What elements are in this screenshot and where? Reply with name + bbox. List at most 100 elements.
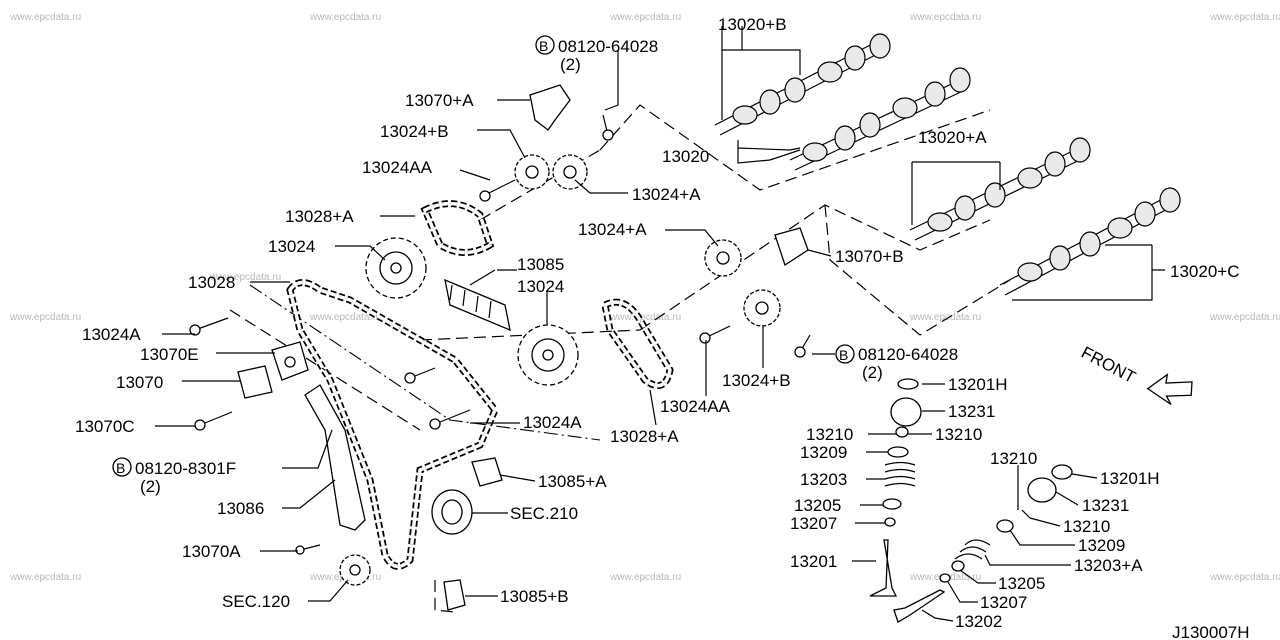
label-13203a[interactable]: 13203+A bbox=[1074, 556, 1143, 575]
camshaft-13020 bbox=[789, 67, 971, 171]
label-13024a-right[interactable]: 13024+A bbox=[578, 220, 647, 239]
label-13231-rear[interactable]: 13231 bbox=[1082, 496, 1129, 515]
label-13209[interactable]: 13209 bbox=[800, 443, 847, 462]
label-13210-rear[interactable]: 13210 bbox=[990, 449, 1037, 468]
svg-text:B: B bbox=[116, 460, 125, 476]
label-13201[interactable]: 13201 bbox=[790, 552, 837, 571]
label-13209-rear[interactable]: 13209 bbox=[1078, 536, 1125, 555]
front-arrow-icon bbox=[1146, 373, 1193, 405]
camshaft-13020c bbox=[999, 187, 1181, 296]
label-13024b-low[interactable]: 13024+B bbox=[722, 371, 791, 390]
label-13070b[interactable]: 13070+B bbox=[835, 247, 904, 266]
watermark: www.epcdata.ru bbox=[209, 272, 281, 283]
label-13070c[interactable]: 13070C bbox=[75, 417, 135, 436]
label-13020a[interactable]: 13020+A bbox=[918, 128, 987, 147]
label-13070a[interactable]: 13070+A bbox=[405, 91, 474, 110]
label-13024aa-low[interactable]: 13024AA bbox=[660, 397, 731, 416]
tensioner-arm-13086 bbox=[304, 384, 366, 531]
tensioner-13070 bbox=[237, 365, 273, 399]
label-13201h-rear[interactable]: 13201H bbox=[1100, 469, 1160, 488]
leader-lines bbox=[155, 26, 1165, 622]
label-13210[interactable]: 13210 bbox=[806, 425, 853, 444]
sprocket-13024-mid bbox=[517, 324, 579, 386]
label-13210-rear-2[interactable]: 13210 bbox=[1063, 517, 1110, 536]
bolt-symbol-icon: B bbox=[112, 457, 132, 477]
guide-13085a bbox=[471, 457, 503, 487]
guide-13085b bbox=[443, 579, 466, 611]
label-bolt-08120-64028-2[interactable]: 08120-64028 bbox=[858, 345, 958, 364]
label-bolt-qty: (2) bbox=[862, 363, 883, 382]
label-bolt-08120-8301f[interactable]: 08120-8301F bbox=[135, 459, 236, 478]
label-13028[interactable]: 13028 bbox=[188, 273, 235, 292]
sprocket-13024-left bbox=[365, 237, 427, 299]
label-13085[interactable]: 13085 bbox=[517, 255, 564, 274]
label-13205-rear[interactable]: 13205 bbox=[998, 574, 1045, 593]
valve-parts-rear bbox=[893, 464, 1073, 623]
valve-parts-front bbox=[869, 378, 922, 597]
label-13210[interactable]: 13210 bbox=[935, 425, 982, 444]
label-13070a-low[interactable]: 13070A bbox=[182, 542, 241, 561]
svg-text:B: B bbox=[539, 38, 548, 54]
watermark: www.epcdata.ru bbox=[1209, 12, 1280, 23]
watermark: www.epcdata.ru bbox=[909, 12, 981, 23]
label-13207[interactable]: 13207 bbox=[790, 514, 837, 533]
label-13201h[interactable]: 13201H bbox=[948, 375, 1008, 394]
sprocket-13024b-low bbox=[743, 289, 781, 327]
label-13085b[interactable]: 13085+B bbox=[500, 587, 569, 606]
chain-13028a-top bbox=[420, 200, 495, 256]
watermark: www.epcdata.ru bbox=[309, 312, 381, 323]
sprocket-13024b-top bbox=[514, 154, 550, 190]
bracket-13070b bbox=[774, 227, 809, 267]
label-13086[interactable]: 13086 bbox=[217, 499, 264, 518]
chain-13028-main bbox=[286, 279, 500, 570]
tensioner-13070e bbox=[271, 341, 309, 381]
sprocket-sec120 bbox=[339, 554, 371, 586]
chain-guide-13085 bbox=[444, 278, 511, 332]
label-13028a[interactable]: 13028+A bbox=[285, 207, 354, 226]
label-13020b[interactable]: 13020+B bbox=[718, 15, 787, 34]
watermark: www.epcdata.ru bbox=[9, 312, 81, 323]
label-13024b[interactable]: 13024+B bbox=[380, 122, 449, 141]
camshaft-13020b bbox=[714, 33, 891, 136]
watermark: www.epcdata.ru bbox=[609, 572, 681, 583]
label-13207-rear[interactable]: 13207 bbox=[980, 593, 1027, 612]
label-bolt-08120-64028[interactable]: 08120-64028 bbox=[558, 37, 658, 56]
label-13020[interactable]: 13020 bbox=[662, 147, 709, 166]
part-labels: 13020+B 08120-64028 (2) 13070+A 13024+B … bbox=[75, 15, 1250, 640]
watermark: www.epcdata.ru bbox=[309, 12, 381, 23]
label-13024[interactable]: 13024 bbox=[268, 237, 315, 256]
label-13202[interactable]: 13202 bbox=[955, 612, 1002, 631]
bracket-13070a-top bbox=[529, 84, 571, 131]
label-bolt-qty: (2) bbox=[560, 55, 581, 74]
bolt-symbol-icon: B bbox=[835, 344, 855, 364]
label-sec210[interactable]: SEC.210 bbox=[510, 504, 578, 523]
watermark: www.epcdata.ru bbox=[9, 12, 81, 23]
label-13231[interactable]: 13231 bbox=[948, 402, 995, 421]
label-13205[interactable]: 13205 bbox=[794, 496, 841, 515]
watermark: www.epcdata.ru bbox=[609, 12, 681, 23]
label-bolt-qty: (2) bbox=[140, 477, 161, 496]
label-13070[interactable]: 13070 bbox=[116, 373, 163, 392]
head-outline-dashes bbox=[229, 104, 1011, 613]
watermark: www.epcdata.ru bbox=[9, 572, 81, 583]
watermark: www.epcdata.ru bbox=[609, 312, 681, 323]
bolts bbox=[189, 114, 811, 555]
label-13028a-low[interactable]: 13028+A bbox=[610, 427, 679, 446]
label-13024a-low[interactable]: 13024A bbox=[523, 413, 582, 432]
label-13020c[interactable]: 13020+C bbox=[1170, 262, 1239, 281]
chain-13028a-low bbox=[601, 298, 674, 390]
sec210-pulley bbox=[431, 489, 473, 535]
watermark: www.epcdata.ru bbox=[909, 312, 981, 323]
sprocket-13024a-top bbox=[552, 154, 588, 190]
label-13024a-bolt[interactable]: 13024A bbox=[82, 325, 141, 344]
svg-text:B: B bbox=[839, 347, 848, 363]
label-13085a[interactable]: 13085+A bbox=[538, 472, 607, 491]
diagram-code: J130007H bbox=[1172, 623, 1250, 640]
label-13024-mid[interactable]: 13024 bbox=[517, 277, 564, 296]
label-13070e[interactable]: 13070E bbox=[140, 345, 199, 364]
sprocket-13024a-right bbox=[704, 239, 742, 277]
label-13024aa[interactable]: 13024AA bbox=[362, 158, 433, 177]
label-sec120[interactable]: SEC.120 bbox=[222, 592, 290, 611]
label-13203[interactable]: 13203 bbox=[800, 470, 847, 489]
label-13024a[interactable]: 13024+A bbox=[632, 185, 701, 204]
